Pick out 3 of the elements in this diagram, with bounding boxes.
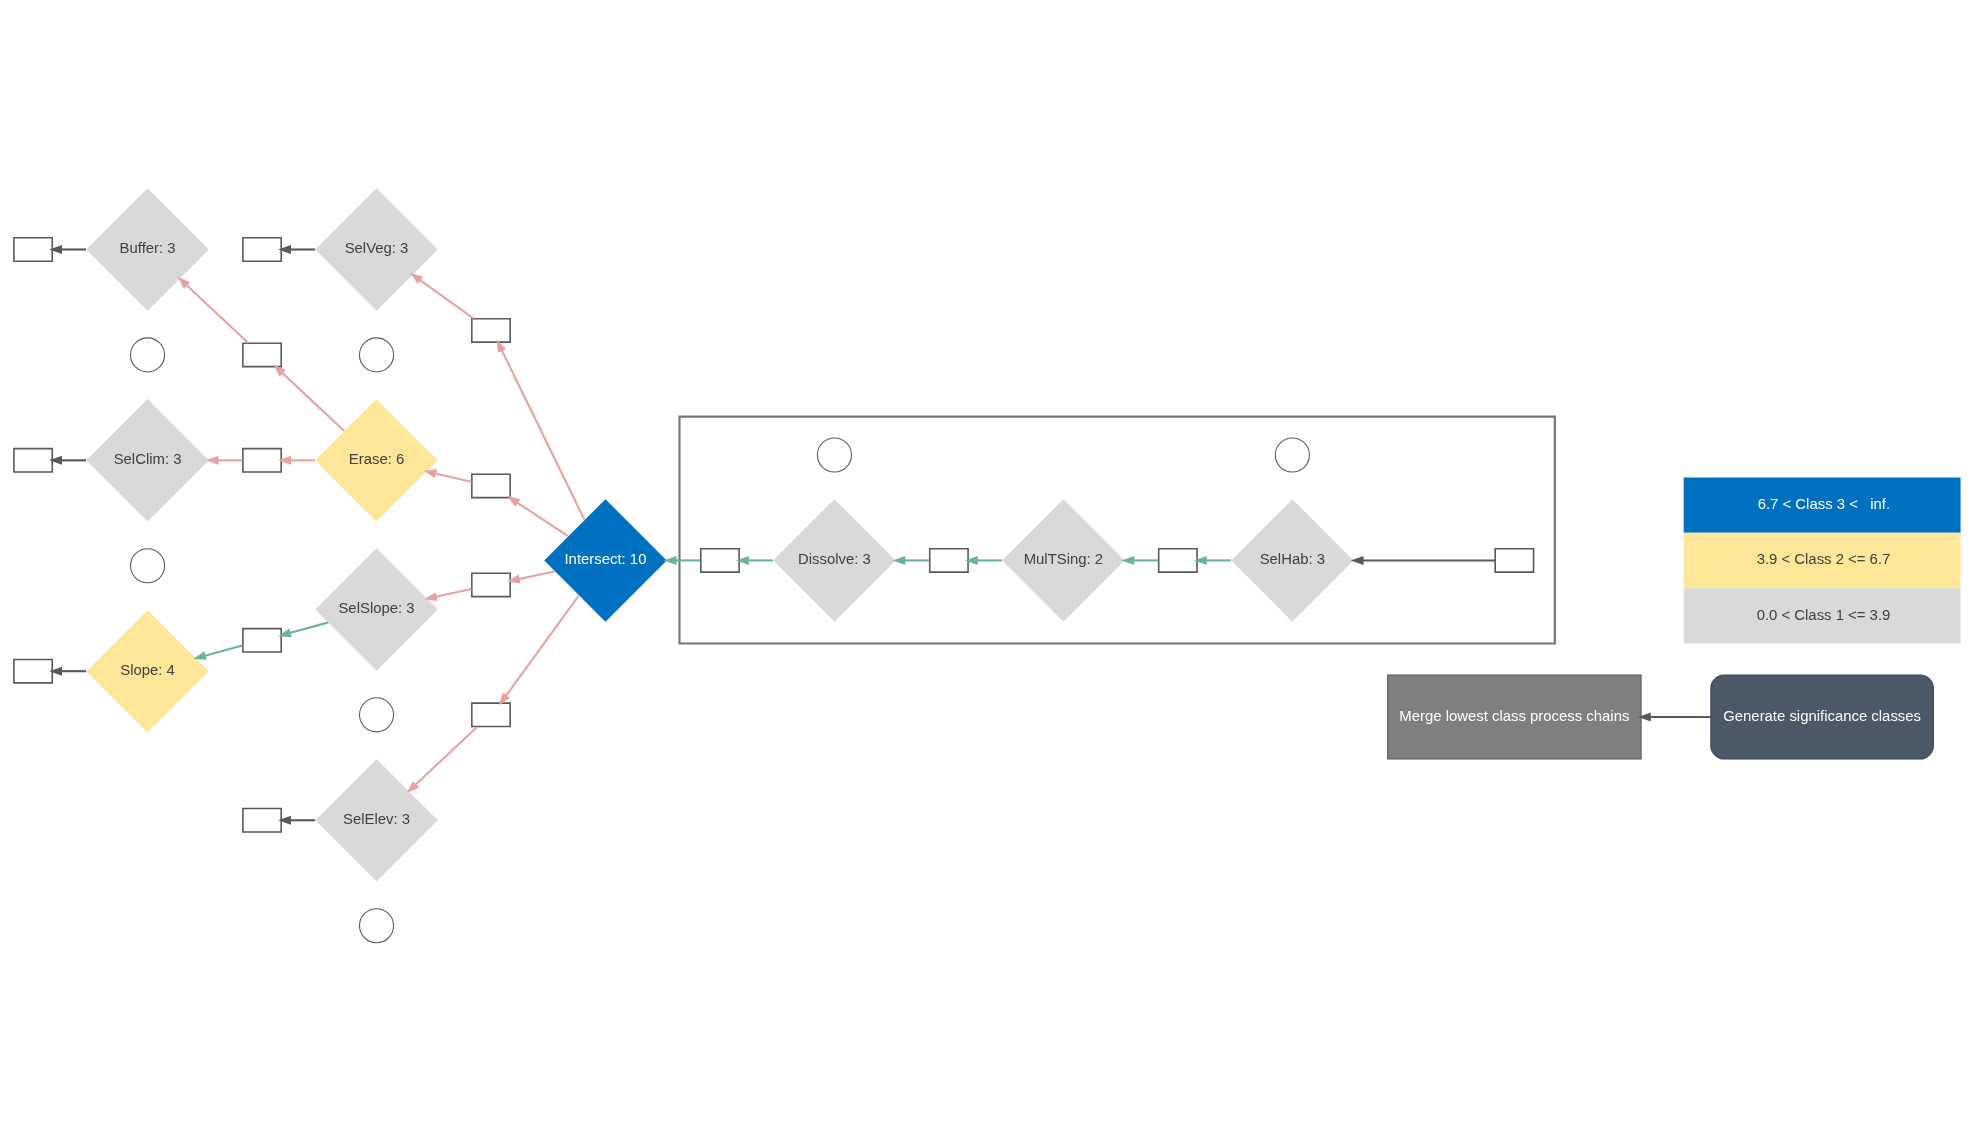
legend-label: 6.7 < Class 3 < inf. — [1757, 496, 1890, 513]
legend-label: 3.9 < Class 2 <= 6.7 — [1756, 551, 1890, 568]
legend-label: 0.0 < Class 1 <= 3.9 — [1756, 606, 1890, 623]
